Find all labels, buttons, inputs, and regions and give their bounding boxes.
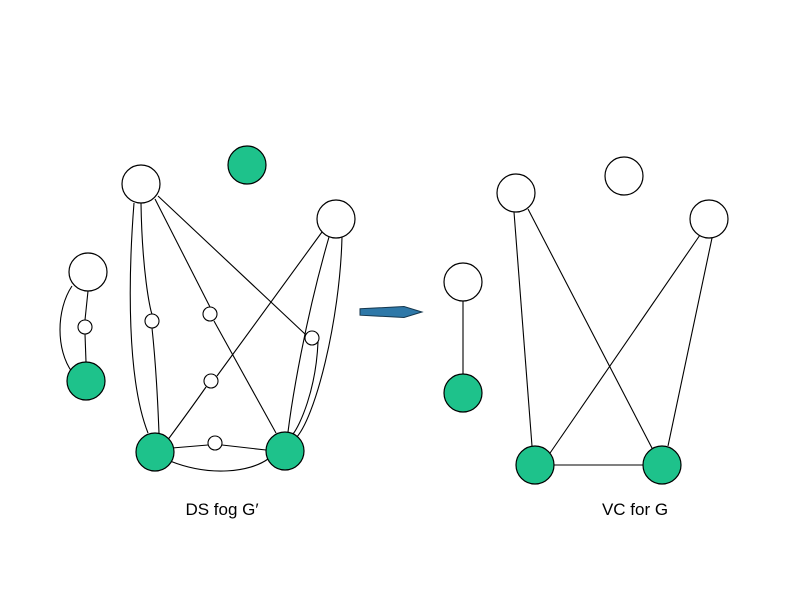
left-graph-nodes (66, 145, 356, 472)
graph-edge (294, 236, 343, 440)
reduction-arrow (359, 305, 424, 319)
edge-node-circle (202, 306, 218, 322)
edge-node-circle (304, 330, 320, 346)
graph-edge (667, 237, 713, 447)
graph-edge (216, 231, 323, 377)
right-graph-caption: VC for G (602, 500, 668, 519)
graph-node-circle (135, 432, 175, 472)
graph-edge (140, 202, 153, 315)
graph-edge (166, 386, 207, 442)
graph-node-circle (68, 252, 108, 292)
left-graph-edges (59, 195, 343, 472)
graph-edge (151, 327, 160, 434)
graph-node-circle (443, 262, 483, 302)
right-graph-nodes (443, 156, 729, 485)
graph-edge (527, 208, 654, 451)
graph-edge (213, 320, 277, 434)
graph-node-circle (604, 156, 644, 196)
left-graph-caption: DS fog G′ (185, 500, 258, 519)
graph-node-circle (265, 431, 305, 471)
graph-node-circle (443, 373, 483, 413)
graph-node-circle (515, 445, 555, 485)
graph-node-circle (121, 164, 161, 204)
graph-edge (154, 198, 211, 308)
graph-node-circle (227, 145, 267, 185)
graph-edge (157, 195, 306, 335)
graph-node-circle (689, 199, 729, 239)
graph-edge (129, 202, 149, 434)
edge-node-circle (207, 435, 223, 451)
edge-node-circle (77, 319, 93, 335)
graph-node-circle (642, 445, 682, 485)
graph-node-circle (496, 173, 536, 213)
graph-edge (84, 290, 89, 321)
arrow-shape (359, 305, 424, 319)
graph-edge (292, 341, 319, 435)
edge-node-circle (144, 313, 160, 329)
graph-node-circle (66, 361, 106, 401)
graph-edge (287, 236, 330, 433)
graph-node-circle (316, 199, 356, 239)
right-graph-edges (462, 208, 713, 466)
graph-edge (84, 333, 87, 363)
graph-edge (547, 234, 701, 457)
graph-edge (59, 285, 73, 373)
graph-edge (513, 211, 533, 447)
graph-edge (169, 458, 269, 472)
edge-node-circle (203, 373, 219, 389)
graph-edge (221, 444, 267, 451)
graph-edge (171, 444, 209, 449)
